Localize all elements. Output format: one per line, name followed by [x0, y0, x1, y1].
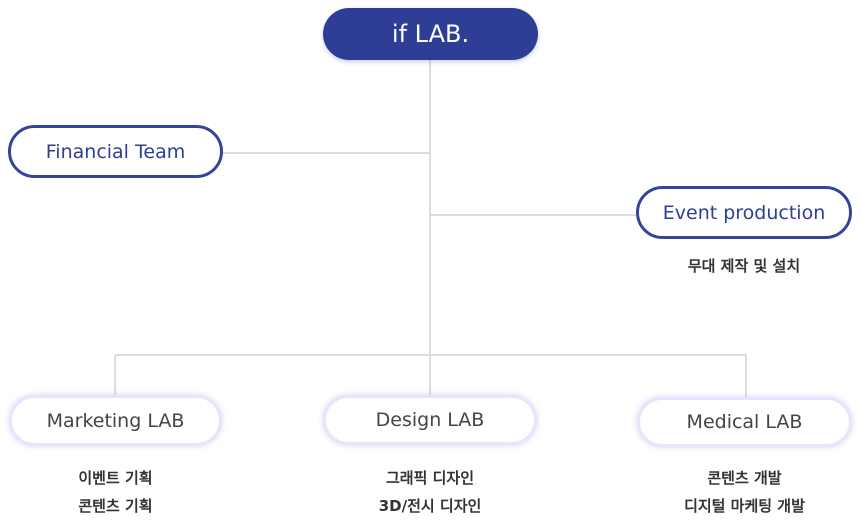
design-lab-description: 그래픽 디자인 3D/전시 디자인: [323, 464, 537, 520]
medical-lab-description: 콘텐츠 개발 디지털 마케팅 개발: [637, 464, 852, 520]
financial-team-label: Financial Team: [45, 140, 186, 163]
design-description-item: 3D/전시 디자인: [378, 497, 482, 515]
medical-lab-node: Medical LAB: [637, 397, 852, 447]
design-lab-label: Design LAB: [375, 409, 485, 431]
event-production-label: Event production: [662, 201, 826, 224]
medical-description-item: 콘텐츠 개발: [707, 469, 782, 487]
medical-description-item: 디지털 마케팅 개발: [684, 497, 805, 515]
marketing-description-item: 콘텐츠 기획: [78, 497, 153, 515]
marketing-lab-label: Marketing LAB: [46, 409, 185, 432]
financial-team-node: Financial Team: [8, 125, 223, 178]
design-description-item: 그래픽 디자인: [385, 469, 475, 487]
design-lab-node: Design LAB: [323, 395, 537, 445]
event-production-description: 무대 제작 및 설치: [636, 252, 852, 280]
event-production-node: Event production: [636, 186, 852, 239]
marketing-lab-description: 이벤트 기획 콘텐츠 기획: [9, 464, 222, 520]
event-description-item: 무대 제작 및 설치: [687, 257, 801, 275]
marketing-lab-node: Marketing LAB: [9, 395, 222, 446]
root-node-if-lab: if LAB.: [323, 8, 538, 60]
medical-lab-label: Medical LAB: [686, 411, 803, 433]
root-node-label: if LAB.: [391, 20, 470, 48]
marketing-description-item: 이벤트 기획: [78, 469, 153, 487]
